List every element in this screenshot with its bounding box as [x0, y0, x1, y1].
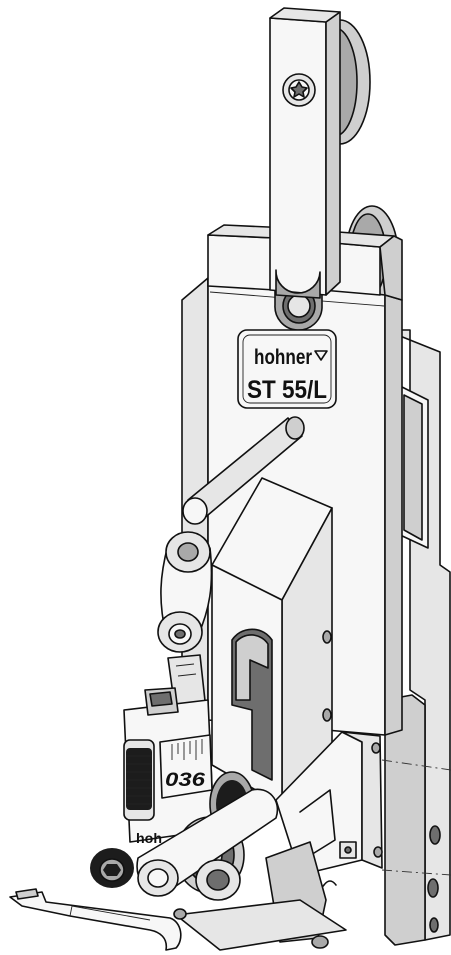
top-link-arm: [269, 7, 341, 299]
nameplate-brand: hohner: [254, 346, 312, 369]
brand-logo-icon: [314, 350, 328, 361]
knurled-wheel-icon: [126, 748, 152, 810]
drive-block: [211, 477, 333, 806]
pivot-lever: [157, 531, 213, 653]
mounting-holes: [427, 825, 441, 933]
centre-line: [381, 759, 451, 771]
centre-line-lower: [381, 869, 451, 876]
torx-screw-icon: [282, 73, 316, 107]
side-bracket: [275, 731, 383, 876]
nameplate-model: ST 55/L: [247, 376, 327, 404]
feed-adjust-assembly: 036 hoh: [123, 687, 215, 846]
actuator-pin: [182, 416, 305, 525]
hex-socket-screw-icon: [90, 848, 134, 888]
clinch-finger: [9, 888, 182, 951]
link-plate: [136, 788, 279, 901]
lower-plate-text: hoh: [136, 830, 162, 846]
name-plate: hohner ST 55/L: [237, 329, 337, 409]
side-frame: [384, 329, 451, 946]
base-plate: [173, 899, 347, 951]
scale-digits: 036: [165, 770, 206, 791]
scale-ruler: 036: [159, 734, 213, 799]
